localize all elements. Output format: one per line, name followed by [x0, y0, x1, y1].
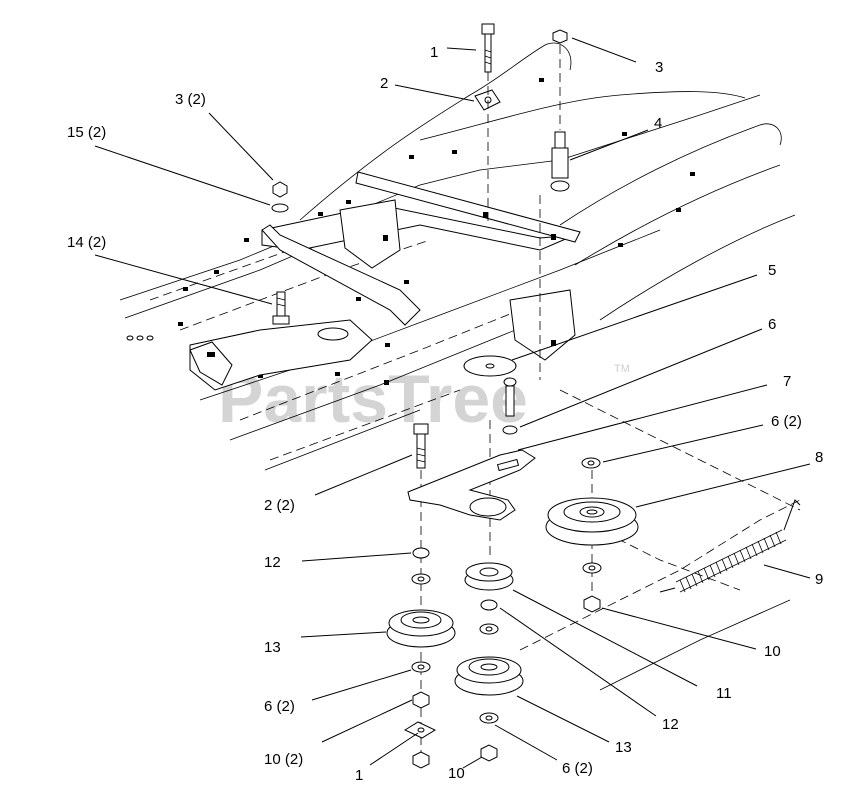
callout-15-2: 15 (2)	[67, 124, 106, 141]
bolt-14-2	[272, 291, 290, 325]
washer-8-lower	[582, 562, 602, 574]
nut-top-right	[552, 29, 568, 44]
callout-13-left: 13	[264, 639, 281, 656]
callout-12-left: 12	[264, 554, 281, 571]
callout-6-2-right: 6 (2)	[771, 413, 802, 430]
callout-1-bottom: 1	[355, 767, 363, 784]
callout-13-right: 13	[615, 739, 632, 756]
callout-7: 7	[783, 373, 791, 390]
washer-6-2-right	[581, 457, 601, 469]
washer-5	[463, 355, 517, 377]
callout-5: 5	[768, 262, 776, 279]
leader-lines	[94, 37, 811, 769]
callout-10-2: 10 (2)	[264, 751, 303, 768]
upper-bracket	[189, 171, 581, 391]
callout-4: 4	[654, 115, 662, 132]
stud-4	[550, 131, 570, 192]
callout-10-right: 10	[764, 643, 781, 660]
spring-9	[659, 499, 801, 593]
callout-9: 9	[815, 571, 823, 588]
callout-labels: 1 2 3 3 (2) 15 (2) 4 14 (2) 5 6 7 6 (2) …	[67, 44, 823, 784]
callout-2-2: 2 (2)	[264, 497, 295, 514]
bolt-top	[481, 23, 495, 73]
center-stack	[454, 562, 524, 762]
bolt-6	[502, 377, 518, 435]
callout-2-top: 2	[380, 75, 388, 92]
bolt-2-2	[413, 423, 429, 469]
nut-3-2	[271, 181, 289, 213]
clip-top	[474, 89, 501, 111]
callout-8: 8	[815, 449, 823, 466]
pulley-8	[545, 497, 639, 546]
callout-6-2-bottom: 6 (2)	[562, 760, 593, 777]
callout-1-top: 1	[430, 44, 438, 61]
deck-frame	[119, 42, 801, 691]
callout-3-top: 3	[655, 59, 663, 76]
nut-10-right	[583, 595, 601, 613]
callout-10-bottom: 10	[448, 765, 465, 782]
callout-6: 6	[768, 316, 776, 333]
callout-14-2: 14 (2)	[67, 234, 106, 251]
callout-11: 11	[716, 685, 732, 702]
watermark-trademark: TM	[614, 363, 630, 375]
idler-arm-7	[407, 449, 536, 521]
left-stack	[386, 547, 456, 769]
callout-3-2: 3 (2)	[175, 91, 206, 108]
callout-6-2-left: 6 (2)	[264, 698, 295, 715]
callout-12-right: 12	[662, 716, 679, 733]
